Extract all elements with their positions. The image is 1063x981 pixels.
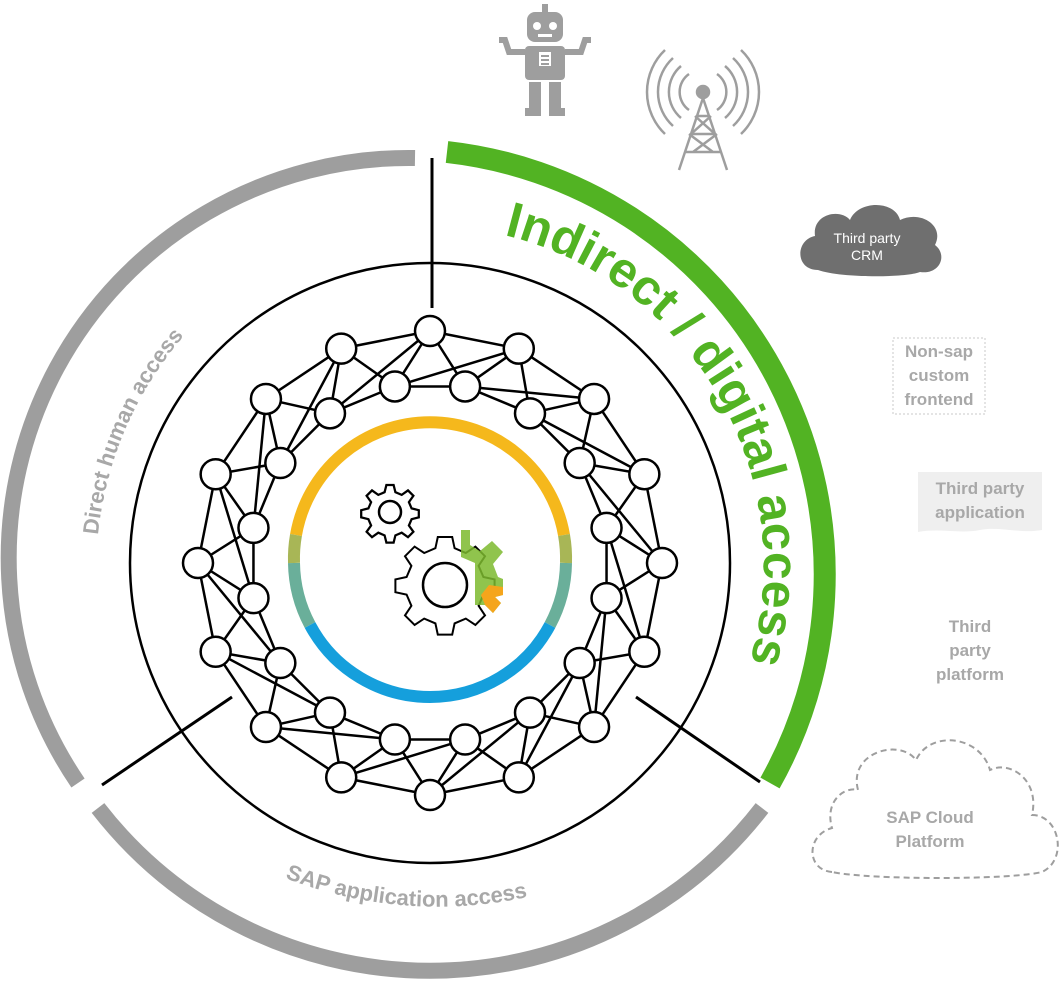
mesh-node [324,332,358,365]
mesh-node [237,511,270,545]
mesh-node [502,332,536,365]
ring-segment-top [290,416,570,537]
mesh-link [605,527,646,653]
non-sap-frontend-label: Non-sap custom frontend [893,340,985,412]
mesh-node [249,382,283,416]
third-party-platform-line1: Third [948,617,992,636]
mesh-node [645,546,679,580]
sap-cloud-line2: Platform [895,832,965,851]
mesh-node [513,397,547,430]
mesh-node [448,370,482,403]
mesh-link [252,398,268,529]
mesh-link [464,385,595,401]
non-sap-line1: Non-sap [905,342,973,361]
non-sap-line2: custom [908,366,970,385]
third-party-platform-line3: platform [936,665,1004,684]
mesh-link [340,738,466,779]
third-party-app-shape [918,472,1042,532]
mesh-node [181,546,215,580]
third-party-app-line2: application [935,503,1025,522]
ring-segment-lower-mid [288,562,316,628]
ring-segment-upper-mid [287,533,302,564]
robot-icon [499,4,591,116]
direct-access-title: Direct human access [78,323,188,536]
sap-access-arc [91,803,769,979]
crm-label: Third party CRM [800,230,934,264]
mesh-node [237,581,270,615]
mesh-node [378,723,412,756]
mesh-link [517,662,581,778]
mesh-link [279,348,343,464]
mesh-node [313,397,347,430]
mesh-node [199,457,232,491]
sap-access-title: SAP application access [283,859,529,911]
mesh-node [628,457,661,491]
gears-icon [360,483,503,636]
mesh-node [264,646,297,680]
non-sap-line3: frontend [904,390,974,409]
mesh-node [563,446,596,480]
mesh-node [502,761,536,794]
non-sap-frontend-box [892,337,986,415]
mesh-node [199,635,232,669]
sap-cloud-line1: SAP Cloud [886,808,974,827]
mesh-node [413,778,447,812]
crm-label-line2: CRM [851,247,883,263]
inner-color-ring [287,416,573,703]
mesh-node [577,710,611,744]
large-gear-icon [394,530,503,636]
third-party-platform-label: Third party platform [930,615,1010,687]
mesh-node [324,761,358,794]
third-party-platform-line2: party [949,641,991,660]
mesh-link [578,462,663,564]
main-circle [128,261,732,865]
mesh-node [249,710,283,744]
mesh-node [413,314,447,348]
crm-cloud-shape [800,205,942,277]
mesh-link [394,347,520,388]
divider-right [635,695,761,784]
mesh-link [214,473,255,599]
mesh-node [264,446,297,480]
small-gear-icon [360,483,420,544]
divider-lines [101,158,761,787]
mesh-node [313,696,347,729]
sap-access-title-path: SAP application access [283,859,529,911]
crm-label-line1: Third party [833,230,901,246]
mesh-link [215,650,331,714]
indirect-access-arc [445,141,836,789]
third-party-app-line1: Third party [935,479,1025,498]
mesh-node [378,370,412,403]
mesh-link [197,562,282,664]
direct-access-arc [0,149,416,788]
mesh-node [563,646,596,680]
mesh-link [265,725,396,741]
mesh-node [628,635,661,669]
mesh-node [590,511,623,545]
mesh-link [529,412,645,476]
ring-segment-lower-mid-right [544,562,572,628]
mesh-node [577,382,611,416]
mesh-node [590,581,623,615]
ring-segment-upper-mid-right [558,533,573,564]
sap-cloud-shape [811,739,1059,879]
antenna-tower-icon [645,49,761,171]
divider-left [101,695,233,787]
mesh-link [329,330,431,415]
mesh-node [448,723,482,756]
network-mesh-icon [181,314,679,812]
ring-segment-bottom [304,622,556,703]
third-party-app-label: Third party application [918,477,1042,525]
mesh-node [513,696,547,729]
mesh-link [592,597,608,728]
direct-access-title-path: Direct human access [78,323,188,536]
outer-ring [0,141,836,979]
sap-cloud-label: SAP Cloud Platform [860,806,1000,854]
mesh-link [429,711,531,796]
